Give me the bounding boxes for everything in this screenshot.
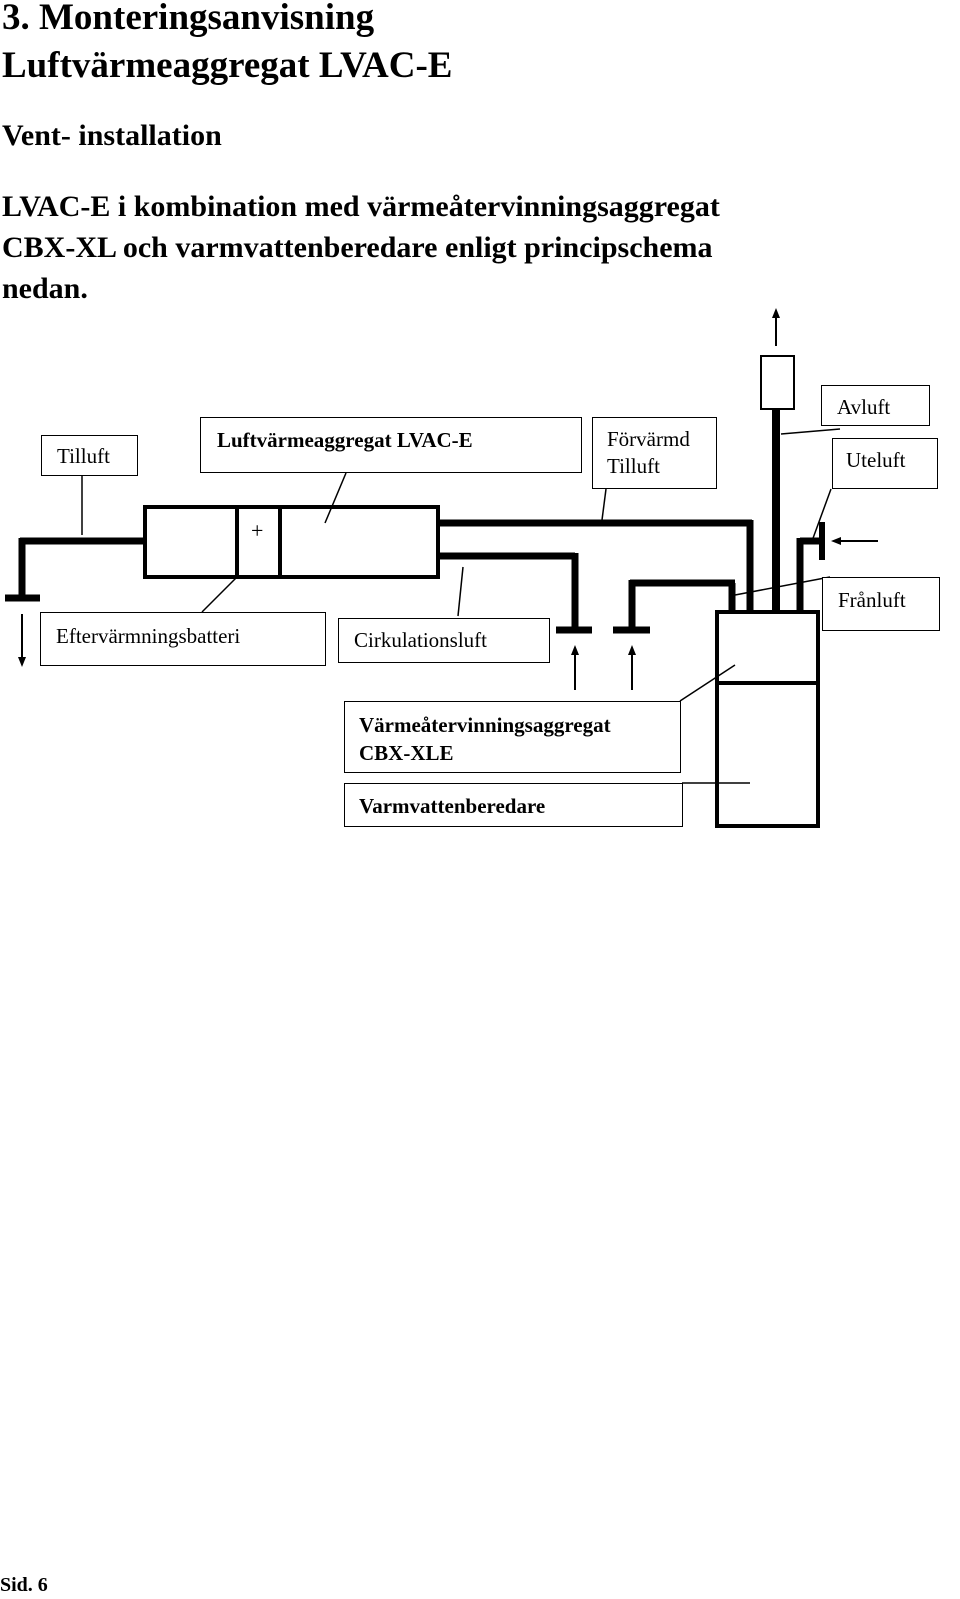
leader-eftervarmning	[201, 577, 237, 613]
leader-cbx	[679, 664, 736, 702]
water-heater-unit	[715, 681, 820, 828]
leader-cirkulation	[457, 566, 464, 617]
label-tilluft: Tilluft	[41, 435, 138, 476]
page-number: Sid. 6	[0, 1574, 48, 1596]
principle-diagram: Tilluft Luftvärmeaggregat LVAC-E Förvärm…	[5, 308, 940, 828]
leader-lvac	[324, 472, 347, 524]
product-title: Luftvärmeaggregat LVAC-E	[2, 45, 453, 86]
label-avluft: Avluft	[821, 385, 930, 426]
label-franluft: Frånluft	[822, 577, 940, 631]
label-forvarmd-line1: Förvärmd	[607, 427, 690, 451]
label-forvarmd-line2: Tilluft	[607, 454, 660, 478]
label-cbx: Värmeåtervinningsaggregat CBX-XLE	[344, 701, 681, 773]
label-eftervarmning: Eftervärmningsbatteri	[40, 612, 326, 666]
label-cbx-line1: Värmeåtervinningsaggregat	[359, 713, 611, 737]
heater-plus-sign: +	[251, 518, 264, 543]
leader-uteluft	[811, 488, 832, 542]
cbx-unit	[715, 610, 820, 685]
diagram-lines	[5, 308, 878, 828]
label-cirkulation: Cirkulationsluft	[338, 618, 550, 663]
label-uteluft: Uteluft	[832, 438, 938, 489]
lvac-unit	[143, 505, 440, 579]
intro-line: LVAC-E i kombination med värmeåtervinnin…	[2, 190, 720, 223]
leader-franluft	[734, 576, 831, 596]
leader-avluft	[780, 428, 841, 435]
label-varmvatten: Varmvattenberedare	[344, 783, 683, 827]
section-subtitle: Vent- installation	[2, 119, 222, 152]
leader-forvarmd	[601, 488, 607, 521]
label-lvac: Luftvärmeaggregat LVAC-E	[200, 417, 582, 473]
intro-line: CBX-XL och varmvattenberedare enligt pri…	[2, 231, 713, 264]
intro-paragraph: LVAC-E i kombination med värmeåtervinnin…	[2, 186, 942, 309]
roof-cowl	[760, 355, 795, 410]
label-cbx-line2: CBX-XLE	[359, 741, 454, 765]
page-title: 3. Monteringsanvisning	[2, 0, 375, 38]
label-forvarmd-tilluft: Förvärmd Tilluft	[592, 417, 717, 489]
intro-line: nedan.	[2, 272, 88, 305]
